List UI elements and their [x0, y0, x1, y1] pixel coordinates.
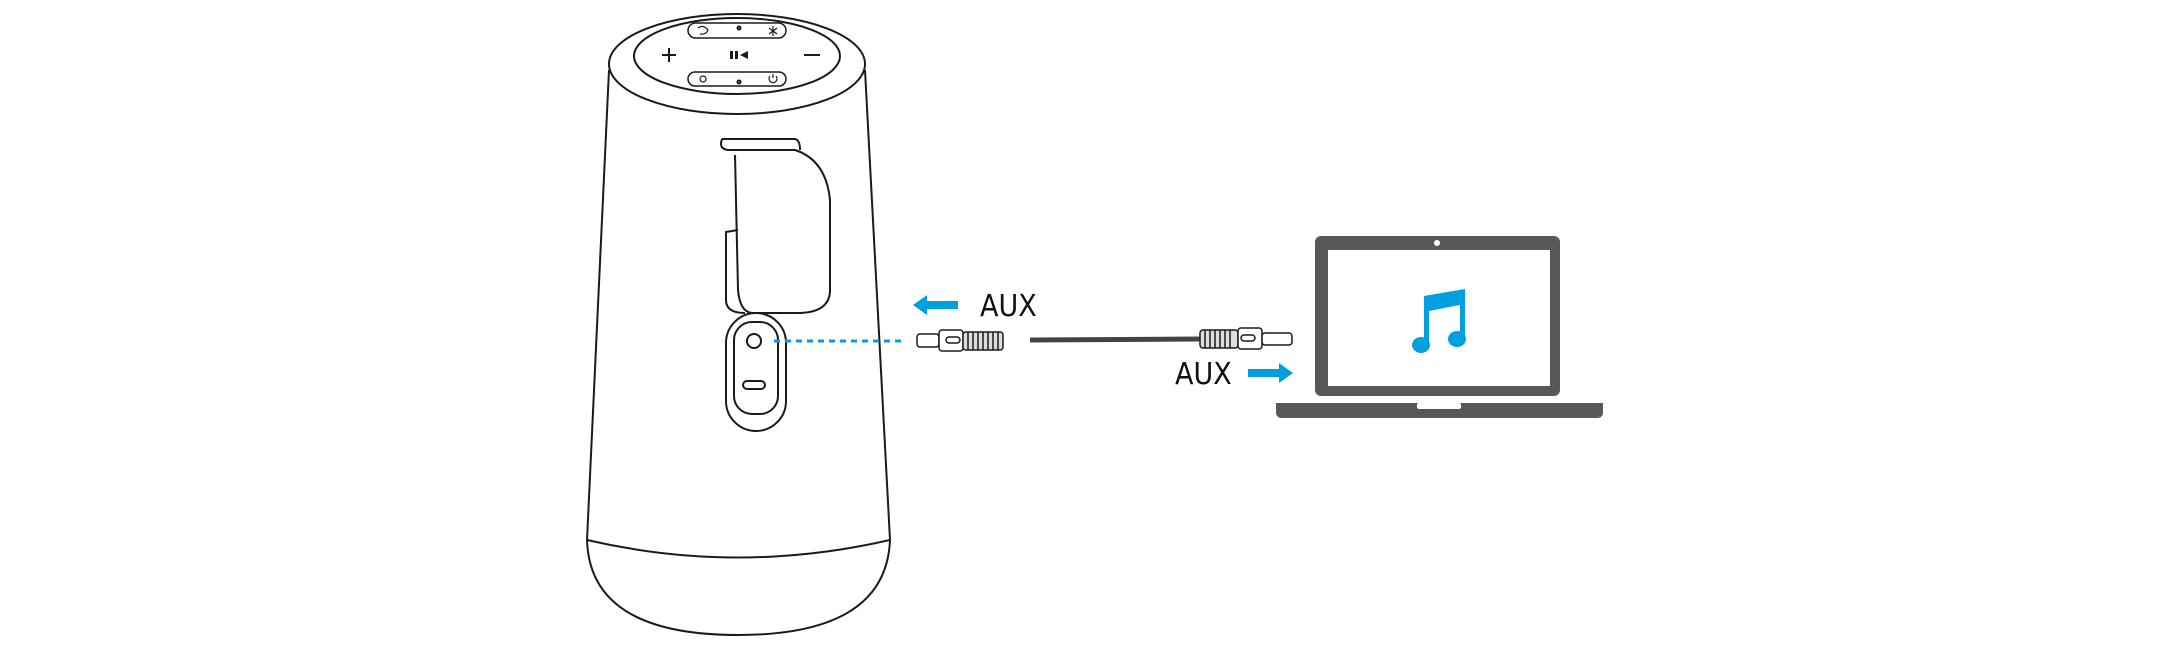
port-cover	[725, 312, 787, 432]
laptop	[1276, 236, 1603, 418]
laptop-display	[1328, 250, 1550, 386]
arrow-right-icon	[1248, 363, 1293, 383]
aux-port	[746, 333, 762, 349]
mode-icon	[697, 25, 709, 35]
power-icon	[768, 74, 778, 84]
laptop-trackpad-notch	[1417, 403, 1461, 409]
speaker-base	[586, 538, 892, 637]
light-icon	[699, 75, 707, 83]
laptop-camera	[1434, 240, 1440, 246]
play-pause-icon	[730, 51, 748, 59]
bluetooth-icon	[768, 26, 778, 36]
speaker-body	[586, 69, 891, 541]
aux-label-right: AUX	[1175, 357, 1232, 392]
arrow-left-icon	[913, 295, 958, 315]
aux-plug-right	[1199, 327, 1293, 350]
port-panel	[733, 321, 779, 415]
speaker	[586, 13, 892, 637]
speaker-top-rim	[608, 13, 866, 115]
top-button-strip	[687, 22, 787, 39]
music-note-icon	[1412, 289, 1466, 353]
laptop-base	[1276, 403, 1603, 418]
bottom-button-strip	[687, 71, 787, 87]
volume-up-icon	[662, 48, 676, 62]
aux-label-left: AUX	[980, 289, 1037, 324]
speaker-control-panel	[633, 17, 841, 95]
strap	[720, 138, 831, 314]
aux-plug-left	[916, 329, 1004, 352]
usb-c-port	[742, 380, 766, 390]
aux-cable	[916, 327, 1293, 352]
